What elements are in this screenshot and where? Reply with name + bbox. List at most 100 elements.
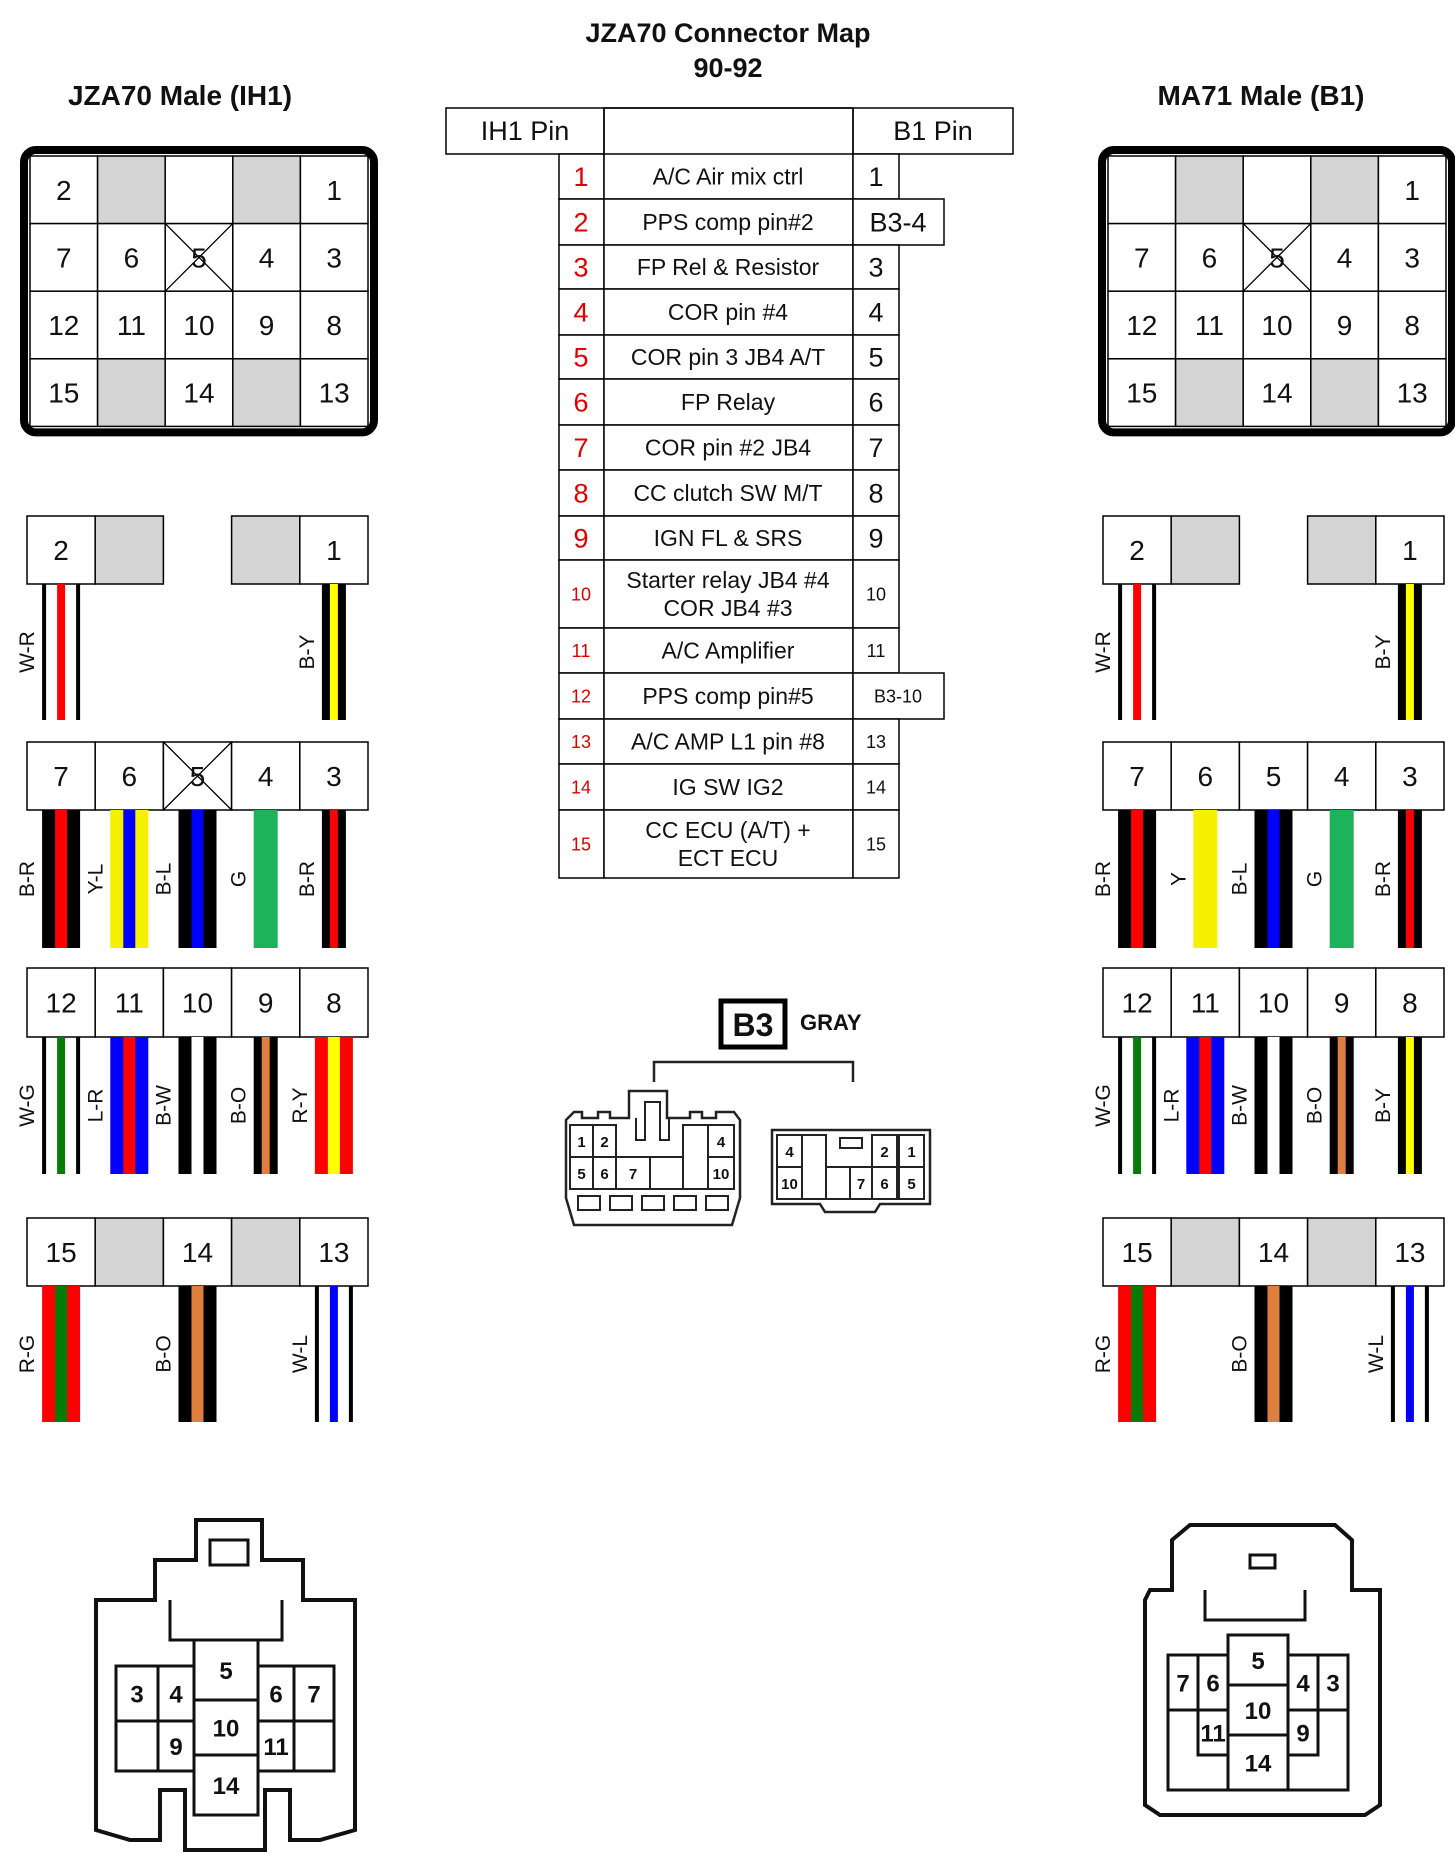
b1-pin-number: B3-4	[869, 208, 926, 238]
wire-color-code: B-Y	[296, 634, 319, 669]
wire-r-y: R-Y	[289, 1037, 353, 1174]
pin-number: 10	[182, 988, 213, 1019]
housing-pin-number: 10	[213, 1716, 240, 1743]
left-wire-row: 2W-R1B-Y	[16, 515, 369, 720]
description-cell	[603, 469, 854, 517]
pin-number: 8	[326, 988, 342, 1019]
wire-tracer	[329, 810, 338, 948]
wire-tracer	[1405, 584, 1414, 720]
pin-number: 6	[124, 242, 140, 273]
ih1-pin-number: 11	[572, 641, 591, 661]
pin-cell	[1310, 290, 1380, 360]
pin-number: 13	[1397, 378, 1428, 409]
b3-pin-number: 1	[907, 1144, 915, 1161]
pin-cell	[232, 290, 302, 360]
b3-pin-number: 7	[857, 1176, 865, 1193]
left-housing-detail	[208, 1538, 250, 1567]
b1-pin-number: 7	[868, 433, 883, 463]
wire-edge	[42, 1037, 47, 1174]
right-connector-title: MA71 Male (B1)	[1158, 80, 1365, 111]
b1-pin-cell	[852, 515, 900, 561]
b3-cavity	[649, 1156, 684, 1190]
wire-w-r: W-R	[1092, 584, 1157, 720]
wire-b-r: B-R	[296, 810, 346, 948]
pin-cell	[1170, 741, 1241, 811]
ih1-pin-number: 10	[571, 584, 591, 604]
wire-color-code: B-R	[1372, 861, 1395, 897]
wire-color-code: W-G	[16, 1084, 39, 1127]
b3-pin-number: 4	[717, 1134, 726, 1151]
b1-pin-cell	[852, 288, 900, 336]
wire-color-code: G	[1304, 871, 1327, 887]
wire-tracer	[1131, 1286, 1144, 1422]
b3-color-label: GRAY	[800, 1010, 862, 1035]
unused-cavity	[1170, 1217, 1241, 1287]
unused-cavity	[1306, 515, 1377, 585]
wire-body	[1193, 810, 1218, 948]
right-housing-detail	[1203, 1590, 1307, 1622]
pin-cell	[1107, 290, 1177, 360]
unused-pin-x-mark	[162, 741, 233, 811]
housing-pin-number: 10	[1245, 1698, 1272, 1725]
wire-b-o: B-O	[153, 1286, 217, 1422]
b1-pin-number: 9	[868, 524, 883, 554]
wire-color-code: L-R	[84, 1089, 107, 1123]
housing-cavity	[1286, 1708, 1320, 1757]
pin-number: 4	[1334, 761, 1350, 792]
pin-number: 1	[1402, 535, 1418, 566]
wire-color-code: W-R	[16, 631, 39, 673]
ih1-pin-number: 2	[573, 208, 588, 238]
wire-tracer	[1267, 810, 1280, 948]
pin-number: 12	[1122, 988, 1153, 1019]
pin-cell	[1242, 358, 1312, 428]
pin-number: 4	[1337, 242, 1353, 273]
pin-number: 4	[258, 761, 274, 792]
wire-tracer	[1199, 1037, 1212, 1174]
pin-number: 14	[1258, 1237, 1289, 1268]
wire-tracer	[123, 1037, 136, 1174]
wire-color-code: W-L	[1365, 1335, 1388, 1373]
wire-b-w: B-W	[1229, 1037, 1293, 1174]
wire-l-r: L-R	[1160, 1037, 1225, 1174]
description-cell	[603, 627, 854, 674]
wire-b-r: B-R	[16, 810, 81, 948]
wire-g: G	[1304, 810, 1354, 948]
wire-l-r: L-R	[84, 1037, 149, 1174]
right-wire-row: 2W-R1B-Y	[1092, 515, 1445, 720]
b3-cavity	[825, 1166, 851, 1200]
b3-latch	[839, 1137, 863, 1149]
b3-cavity	[801, 1134, 827, 1200]
ih1-pin-cell	[558, 809, 605, 879]
housing-cavity	[1226, 1733, 1290, 1792]
b3-cavity	[776, 1134, 803, 1168]
pin-cell	[1306, 967, 1377, 1038]
b1-pin-number: 14	[866, 777, 886, 797]
pin-cell	[1375, 967, 1445, 1038]
pin-cell	[94, 741, 165, 811]
pin-cell	[29, 358, 99, 428]
pin-cell	[1107, 222, 1177, 292]
housing-pin-number: 5	[219, 1658, 232, 1685]
b3-label: B3	[733, 1007, 774, 1043]
b3-pin-number: 2	[600, 1134, 608, 1151]
pin-number: 15	[1122, 1237, 1153, 1268]
b1-pin-cell	[852, 809, 900, 879]
pin-number: 13	[319, 378, 350, 409]
unused-cavity	[230, 515, 301, 585]
wire-color-code: B-L	[153, 863, 176, 896]
unused-cavity	[1310, 155, 1380, 225]
pin-number: 13	[318, 1237, 349, 1268]
title-line2: 90-92	[693, 53, 762, 83]
pin-number: 15	[46, 1237, 77, 1268]
ih1-pin-cell	[558, 718, 605, 765]
b3-pin-number: 2	[880, 1144, 888, 1161]
wire-edge	[1152, 584, 1157, 720]
pin-number: 3	[1402, 761, 1418, 792]
b1-pin-number: B3-10	[874, 686, 922, 706]
description-cell	[603, 424, 854, 471]
